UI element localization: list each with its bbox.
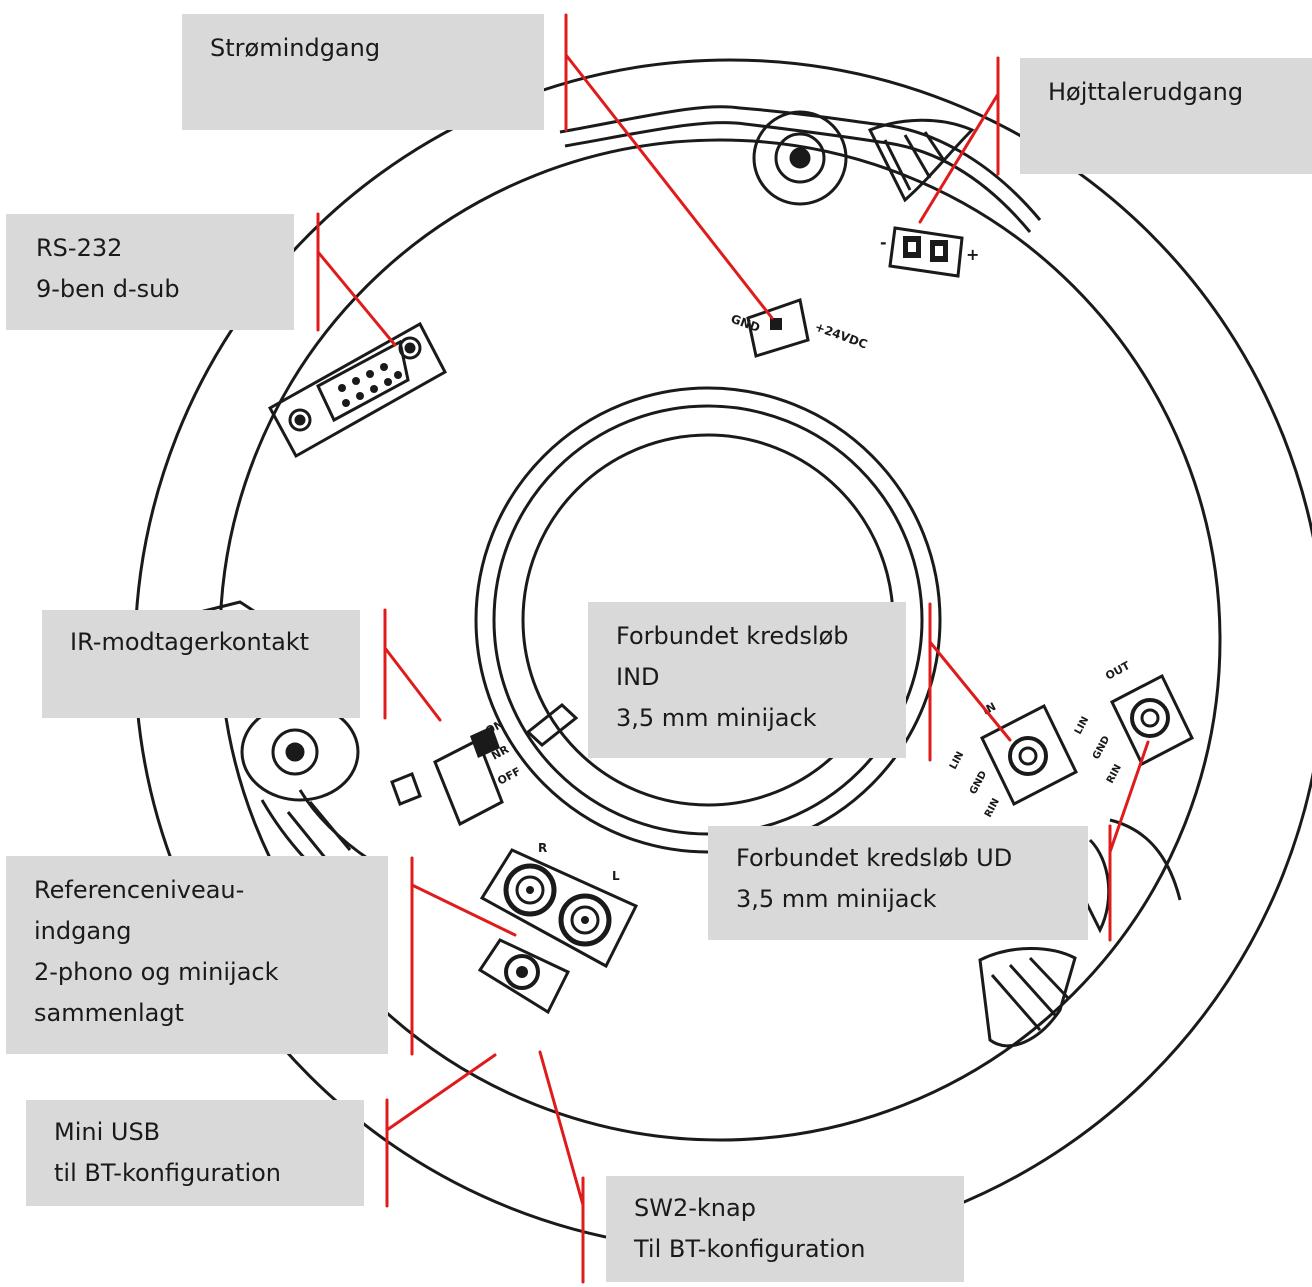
label-line: SW2-knap	[634, 1194, 756, 1222]
speaker-terminal: - +	[880, 226, 979, 278]
label-linked-out: Forbundet kredsløb UD 3,5 mm minijack	[708, 826, 1088, 940]
label-line: indgang	[34, 917, 132, 945]
label-line: RS-232	[36, 234, 123, 262]
leader-rs232	[316, 250, 397, 347]
power-terminal: GND +24VDC	[729, 298, 869, 358]
link-in-jack: IN LIN GND RIN	[948, 700, 1078, 820]
jack-in-marking: IN	[980, 700, 998, 718]
label-line: Højttalerudgang	[1048, 78, 1244, 106]
phono-r-marking: R	[538, 841, 547, 855]
jack-out-marking: OUT	[1103, 659, 1132, 683]
out-gnd-marking: GND	[1091, 734, 1112, 761]
in-gnd-marking: GND	[968, 769, 989, 796]
in-lin-marking: LIN	[948, 750, 966, 771]
ir-off-marking: OFF	[495, 765, 523, 788]
label-line: til BT-konfiguration	[54, 1159, 282, 1187]
leader-sw2	[538, 1050, 585, 1207]
leader-ir	[383, 646, 442, 722]
speaker-plus-marking: +	[966, 245, 979, 264]
label-line: 3,5 mm minijack	[736, 885, 937, 913]
label-line: Strømindgang	[210, 34, 381, 62]
phono-l-marking: L	[612, 869, 620, 883]
label-line: Forbundet kredsløb UD	[736, 844, 1013, 872]
leader-power	[564, 53, 774, 320]
label-speaker-output: Højttalerudgang	[1020, 58, 1312, 174]
label-line: 9-ben d-sub	[36, 275, 180, 303]
label-mini-usb: Mini USB til BT-konfiguration	[26, 1100, 364, 1206]
label-line: Forbundet kredsløb	[616, 622, 849, 650]
phono-inputs: R L	[477, 841, 639, 1015]
label-reference-input: Referenceniveau-indgang 2-phono og minija…	[6, 856, 388, 1054]
label-power-input: Strømindgang	[182, 14, 544, 130]
label-line: IND	[616, 663, 660, 691]
in-rin-marking: RIN	[983, 797, 1002, 820]
out-lin-marking: LIN	[1073, 715, 1091, 736]
label-rs232: RS-232 9-ben d-sub	[6, 214, 294, 330]
label-line: 3,5 mm minijack	[616, 704, 817, 732]
label-line: sammenlagt	[34, 999, 184, 1027]
label-ir-receiver: IR-modtagerkontakt	[42, 610, 360, 718]
leader-link-in	[928, 640, 1012, 742]
center-ring-notch	[525, 703, 579, 747]
leader-speaker	[918, 92, 1000, 224]
rs232-connector	[267, 321, 448, 459]
leader-usb	[385, 1053, 497, 1132]
speaker-minus-marking: -	[880, 233, 887, 252]
label-line: Mini USB	[54, 1118, 161, 1146]
out-rin-marking: RIN	[1105, 763, 1124, 786]
link-out-jack: OUT LIN GND RIN	[1073, 659, 1194, 786]
top-knob	[752, 110, 848, 206]
leader-reference	[410, 883, 517, 937]
top-bracket	[559, 105, 1042, 233]
ir-switch: ON NR OFF	[390, 717, 523, 827]
label-line: IR-modtagerkontakt	[70, 628, 310, 656]
power-plus-marking: +24VDC	[813, 320, 869, 352]
label-line: Referenceniveau-	[34, 876, 245, 904]
label-line: 2-phono og minijack	[34, 958, 279, 986]
label-line: Til BT-konfiguration	[634, 1235, 866, 1263]
leader-link-out	[1108, 740, 1150, 854]
